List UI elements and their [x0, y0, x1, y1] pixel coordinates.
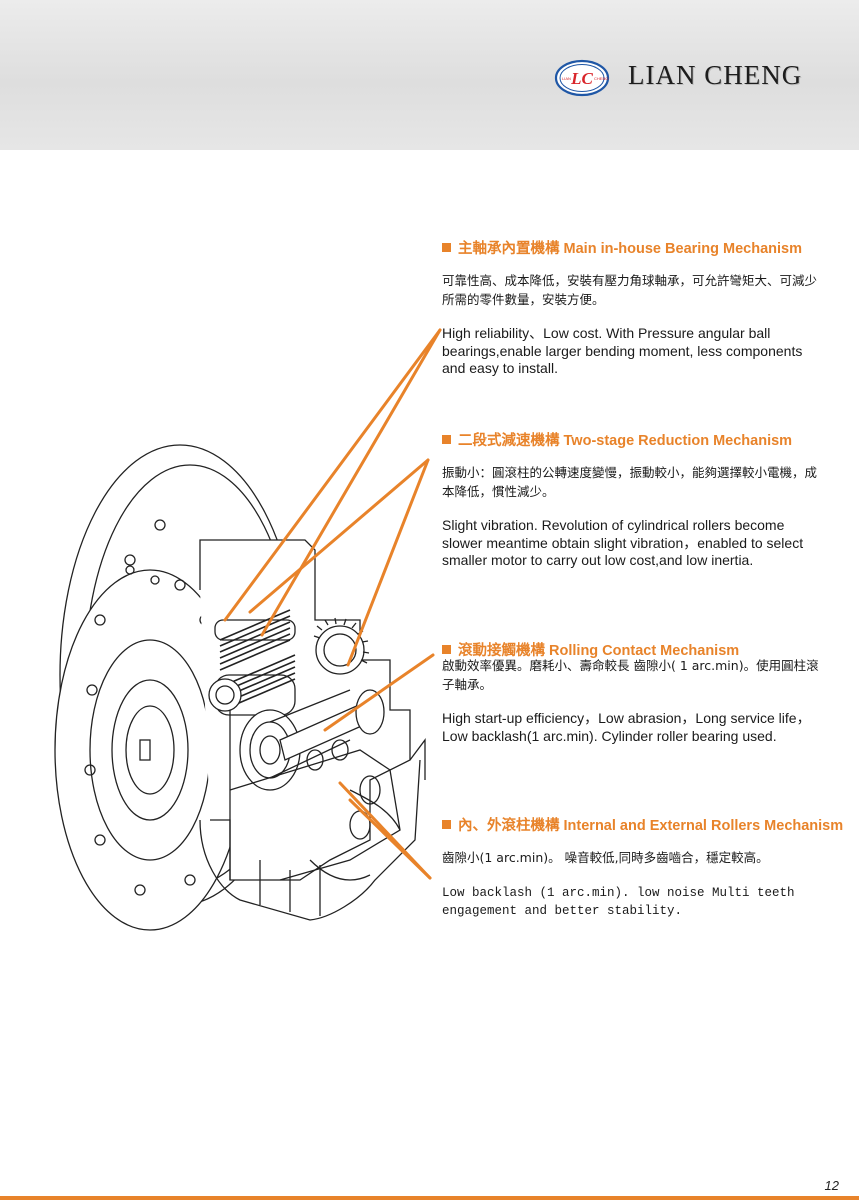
section-title-text: 內、外滾柱機構 Internal and External Rollers Me… — [458, 818, 844, 834]
logo-right-word: CHENG — [594, 76, 608, 81]
section-title-text: 二段式減速機構 Two-stage Reduction Mechanism — [458, 433, 793, 449]
section-en-two-stage: Slight vibration. Revolution of cylindri… — [442, 517, 804, 568]
section-title-text: 滾動接觸機構 Rolling Contact Mechanism — [458, 643, 740, 659]
section-en-main-bearing: High reliability、Low cost. With Pressure… — [442, 325, 803, 376]
company-logo: LC LIAN CHENG — [554, 59, 610, 97]
bullet-square-icon — [442, 645, 451, 654]
section-title-rolling-contact: 滾動接觸機構 Rolling Contact Mechanism — [442, 639, 739, 660]
bullet-square-icon — [442, 243, 451, 252]
section-title-two-stage: 二段式減速機構 Two-stage Reduction Mechanism — [442, 429, 792, 450]
brand-name: LIAN CHENG — [628, 60, 803, 90]
reducer-cutaway-illustration — [54, 444, 426, 931]
logo-left-word: LIAN — [562, 76, 571, 81]
logo-monogram: LC — [570, 69, 593, 88]
section-en-rolling-contact: High start-up efficiency，Low abrasion，Lo… — [442, 710, 811, 744]
bullet-square-icon — [442, 820, 451, 829]
section-title-rollers: 內、外滾柱機構 Internal and External Rollers Me… — [442, 814, 843, 835]
section-zh-main-bearing: 可靠性高、成本降低，安裝有壓力角球軸承，可允許彎矩大、可減少所需的零件數量，安裝… — [442, 273, 818, 307]
section-en-rollers: Low backlash (1 arc.min). low noise Mult… — [442, 886, 795, 918]
bullet-square-icon — [442, 435, 451, 444]
footer-line — [0, 1196, 859, 1200]
section-zh-rollers: 齒隙小(1 arc.min)。 噪音較低,同時多齒嚙合，穩定較高。 — [442, 850, 769, 865]
section-zh-two-stage: 振動小：圓滾柱的公轉速度變慢，振動較小，能夠選擇較小電機，成本降低，慣性減少。 — [442, 465, 818, 499]
section-title-text: 主軸承內置機構 Main in-house Bearing Mechanism — [458, 241, 803, 257]
header-band — [0, 0, 859, 150]
section-zh-rolling-contact: 啟動效率優異。磨耗小、壽命較長 齒隙小( 1 arc.min)。使用圓柱滾子軸承… — [442, 658, 819, 692]
page-number: 12 — [824, 1178, 839, 1193]
section-title-main-bearing: 主軸承內置機構 Main in-house Bearing Mechanism — [442, 237, 802, 258]
